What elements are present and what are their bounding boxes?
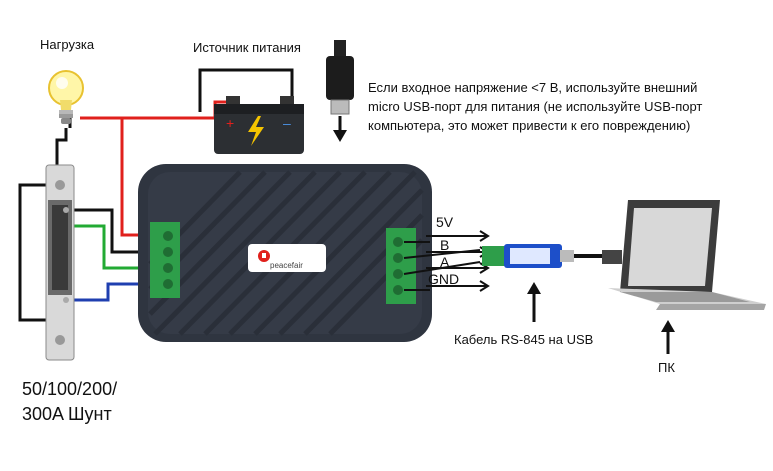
wire-black-top: [55, 128, 68, 165]
note-line: компьютера, это может привести к его пов…: [368, 118, 691, 133]
battery-icon: [214, 96, 304, 154]
label-shunt: 50/100/200/ 300A Шунт: [22, 377, 117, 427]
shunt-line-2: 300A Шунт: [22, 404, 112, 424]
brand-label: peacefair: [270, 261, 303, 270]
wire-red-main: [80, 100, 232, 120]
usb-plug-icon: [326, 40, 354, 115]
right-terminal-block: [386, 228, 416, 304]
wire-green: [66, 224, 168, 270]
laptop-icon: [608, 200, 766, 310]
note-line: micro USB-порт для питания (не используй…: [368, 99, 703, 114]
label-cable: Кабель RS-845 на USB: [454, 332, 594, 347]
left-terminal-block: [150, 222, 180, 298]
shunt-line-1: 50/100/200/: [22, 379, 118, 399]
meter-device: [138, 164, 432, 342]
terminal-label-b: B: [440, 237, 450, 253]
label-power-source: Источник питания: [193, 40, 301, 55]
arrow-up-icon: [661, 320, 675, 354]
terminal-label-a: A: [440, 254, 450, 270]
wire-black-loop: [18, 183, 66, 322]
terminal-label-5v: 5V: [436, 214, 454, 230]
arrow-up-icon: [527, 282, 541, 322]
battery-minus-sign: –: [283, 115, 291, 131]
rs485-adapter-icon: [482, 244, 622, 268]
terminal-label-gnd: GND: [428, 271, 460, 287]
label-load: Нагрузка: [40, 37, 95, 52]
note-line: Если входное напряжение <7 В, используйт…: [368, 80, 698, 95]
bulb-icon: [48, 70, 84, 124]
note-text: Если входное напряжение <7 В, используйт…: [368, 78, 702, 135]
arrow-down-icon: [333, 116, 347, 142]
terminal-arrows: [426, 230, 490, 292]
wire-black-battery: [198, 68, 294, 112]
shunt-icon: [45, 164, 75, 361]
label-pc: ПК: [658, 360, 675, 375]
battery-plus-sign: +: [226, 115, 234, 131]
